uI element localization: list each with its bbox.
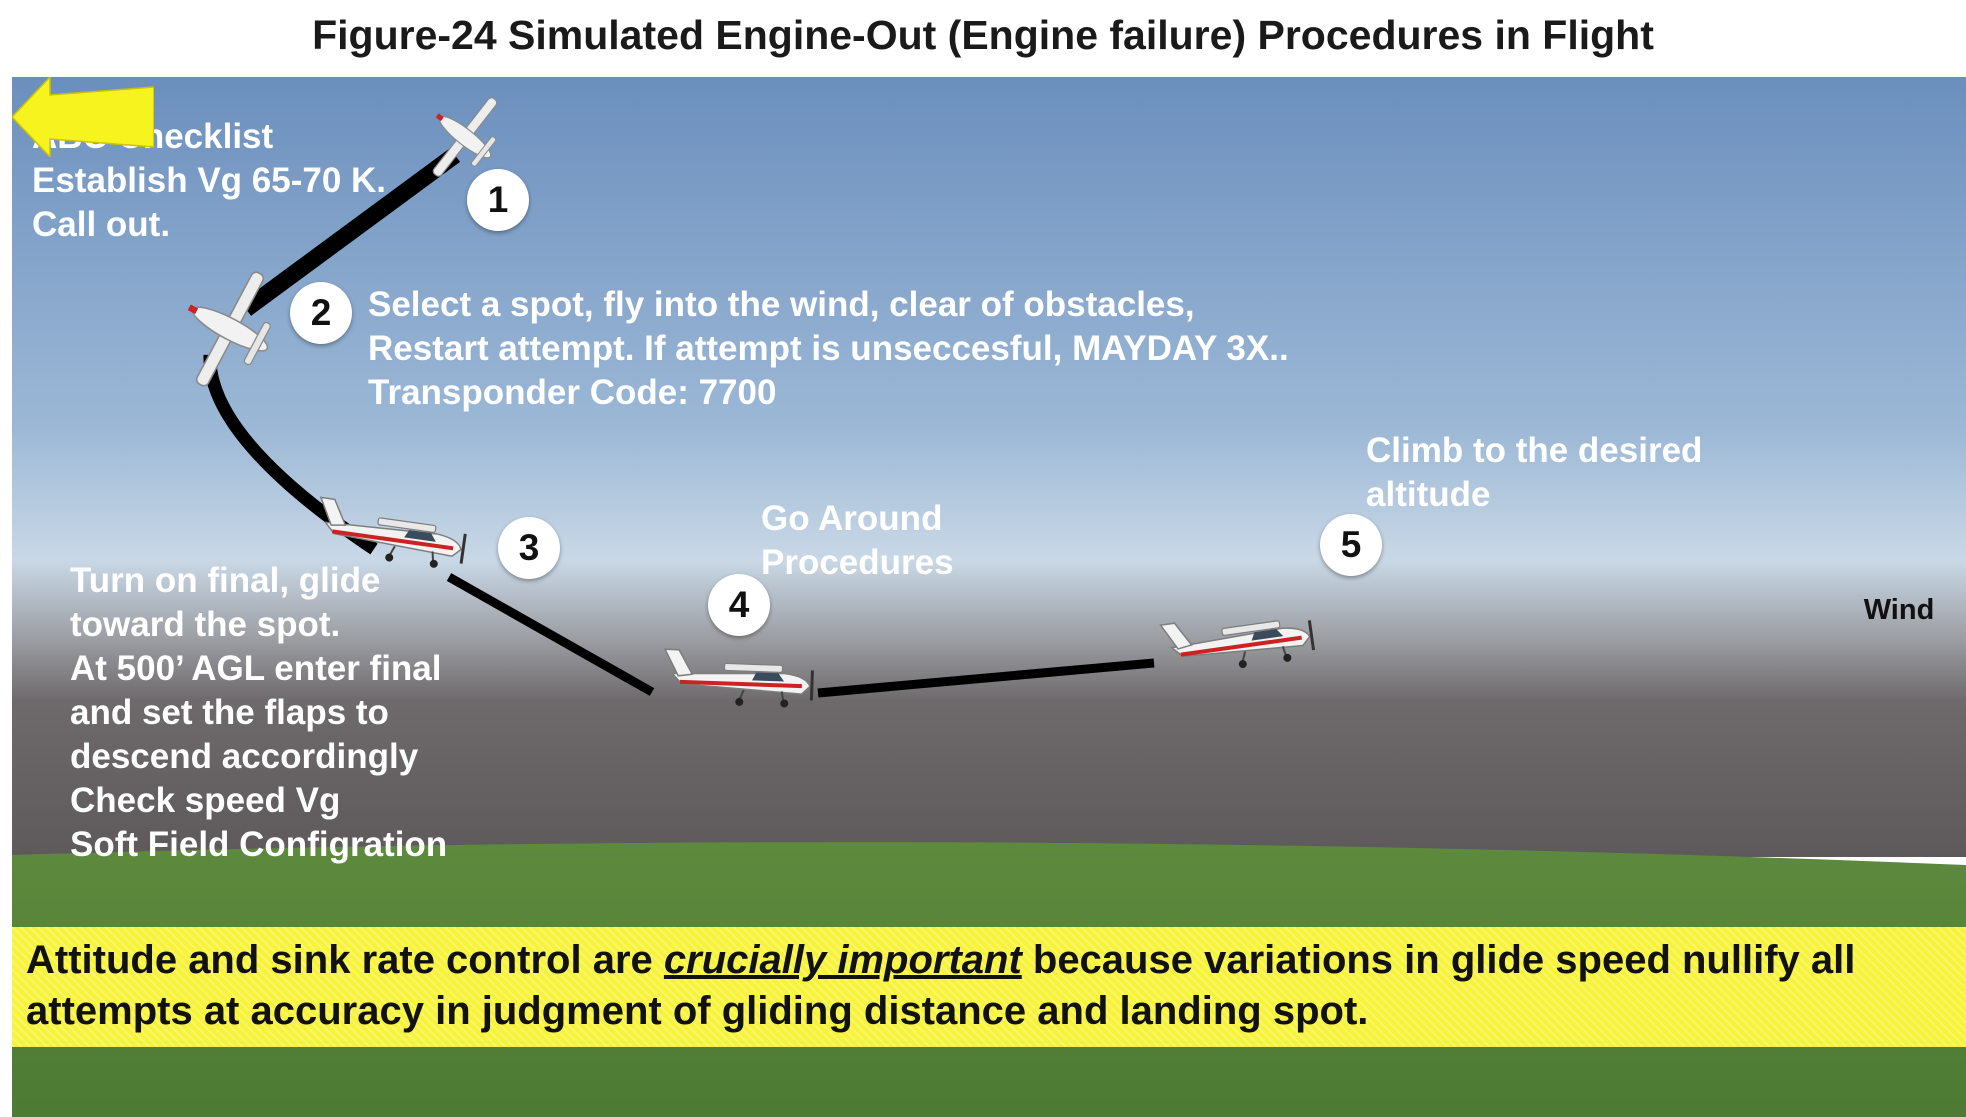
- step-2-marker: 2: [290, 282, 352, 344]
- step-2-label: Select a spot, fly into the wind, clear …: [368, 285, 1289, 412]
- caution-banner: Attitude and sink rate control are cruci…: [12, 927, 1966, 1047]
- caution-emphasis: crucially important: [663, 938, 1022, 982]
- step-5-label: Climb to the desired altitude: [1366, 431, 1703, 514]
- step-1-marker: 1: [467, 169, 529, 231]
- step-3-marker: 3: [498, 517, 560, 579]
- step-4-marker: 4: [708, 574, 770, 636]
- figure-title: Figure-24 Simulated Engine-Out (Engine f…: [312, 12, 1654, 58]
- step-4-label: Go Around Procedures: [761, 499, 954, 582]
- wind-arrow-icon: [12, 77, 154, 157]
- step-5-marker: 5: [1320, 514, 1382, 576]
- step-3-label: Turn on final, glide toward the spot. At…: [70, 561, 448, 864]
- caution-text: Attitude and sink rate control are cruci…: [26, 938, 1856, 1033]
- wind-label: Wind: [1863, 594, 1935, 626]
